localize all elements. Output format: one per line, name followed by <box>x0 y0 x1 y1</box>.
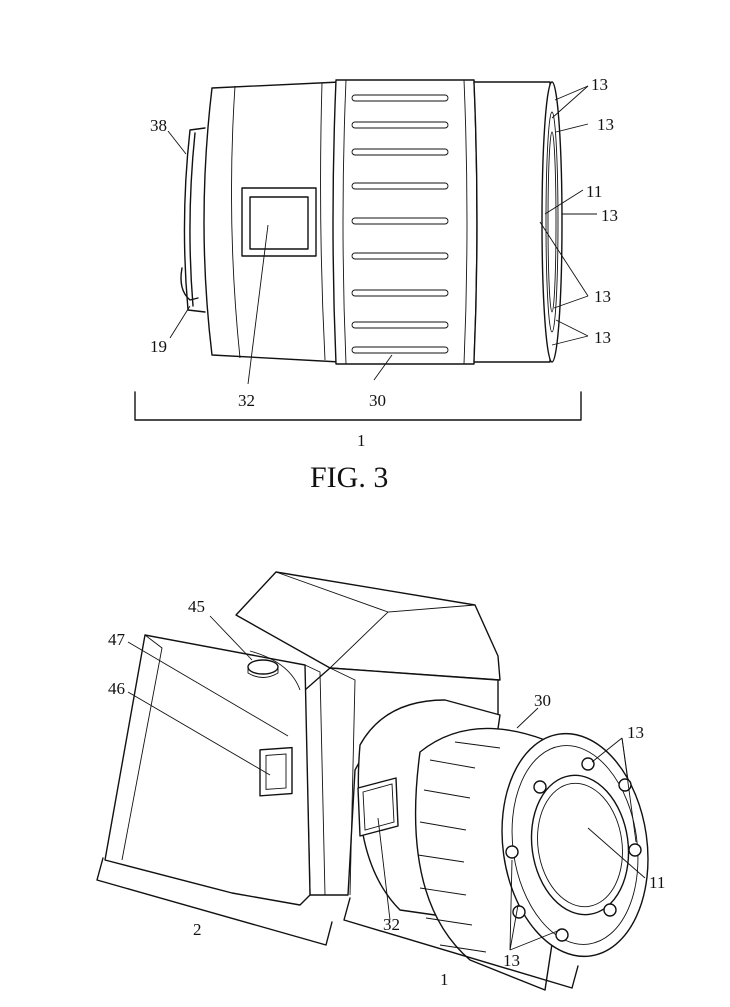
ref-1: 1 <box>357 431 366 450</box>
fig4-leader-lines <box>127 615 646 951</box>
ref-13-b: 13 <box>597 115 614 134</box>
fig4-bracket-2 <box>96 857 333 946</box>
ref-13-d: 13 <box>594 287 611 306</box>
ref-13-e: 13 <box>594 328 611 347</box>
ref-11-b: 11 <box>649 873 665 892</box>
ref-45: 45 <box>188 597 205 616</box>
ref-13-c: 13 <box>601 206 618 225</box>
ref-13-bottom: 13 <box>503 951 520 970</box>
ref-46: 46 <box>108 679 125 698</box>
ref-32-b: 32 <box>383 915 400 934</box>
figure-3-caption: FIG. 3 <box>310 461 388 494</box>
ref-19: 19 <box>150 337 167 356</box>
fig4-bracket-1 <box>343 897 579 989</box>
fig4-camera-perspective <box>104 571 649 991</box>
ref-30-b: 30 <box>534 691 551 710</box>
ref-2: 2 <box>193 920 202 939</box>
fig4-ring-grooves <box>417 741 501 953</box>
fig3-bracket <box>134 391 582 421</box>
fig3-leader-lines <box>167 85 597 385</box>
ref-38: 38 <box>150 116 167 135</box>
fig4-labels: 45 47 46 30 13 11 32 13 2 1 <box>108 597 665 989</box>
ref-47: 47 <box>108 630 126 649</box>
fig3-ring-grooves <box>351 94 449 354</box>
ref-30: 30 <box>369 391 386 410</box>
ref-13-top: 13 <box>627 723 644 742</box>
ref-13-a: 13 <box>591 75 608 94</box>
fig4-led-ring <box>505 757 642 942</box>
ref-1-b: 1 <box>440 970 449 989</box>
fig3-labels: 38 19 32 30 1 11 13 13 13 13 13 FIG. 3 <box>150 75 618 494</box>
ref-32: 32 <box>238 391 255 410</box>
ref-11: 11 <box>586 182 602 201</box>
fig3-lens-side-view <box>180 79 563 365</box>
